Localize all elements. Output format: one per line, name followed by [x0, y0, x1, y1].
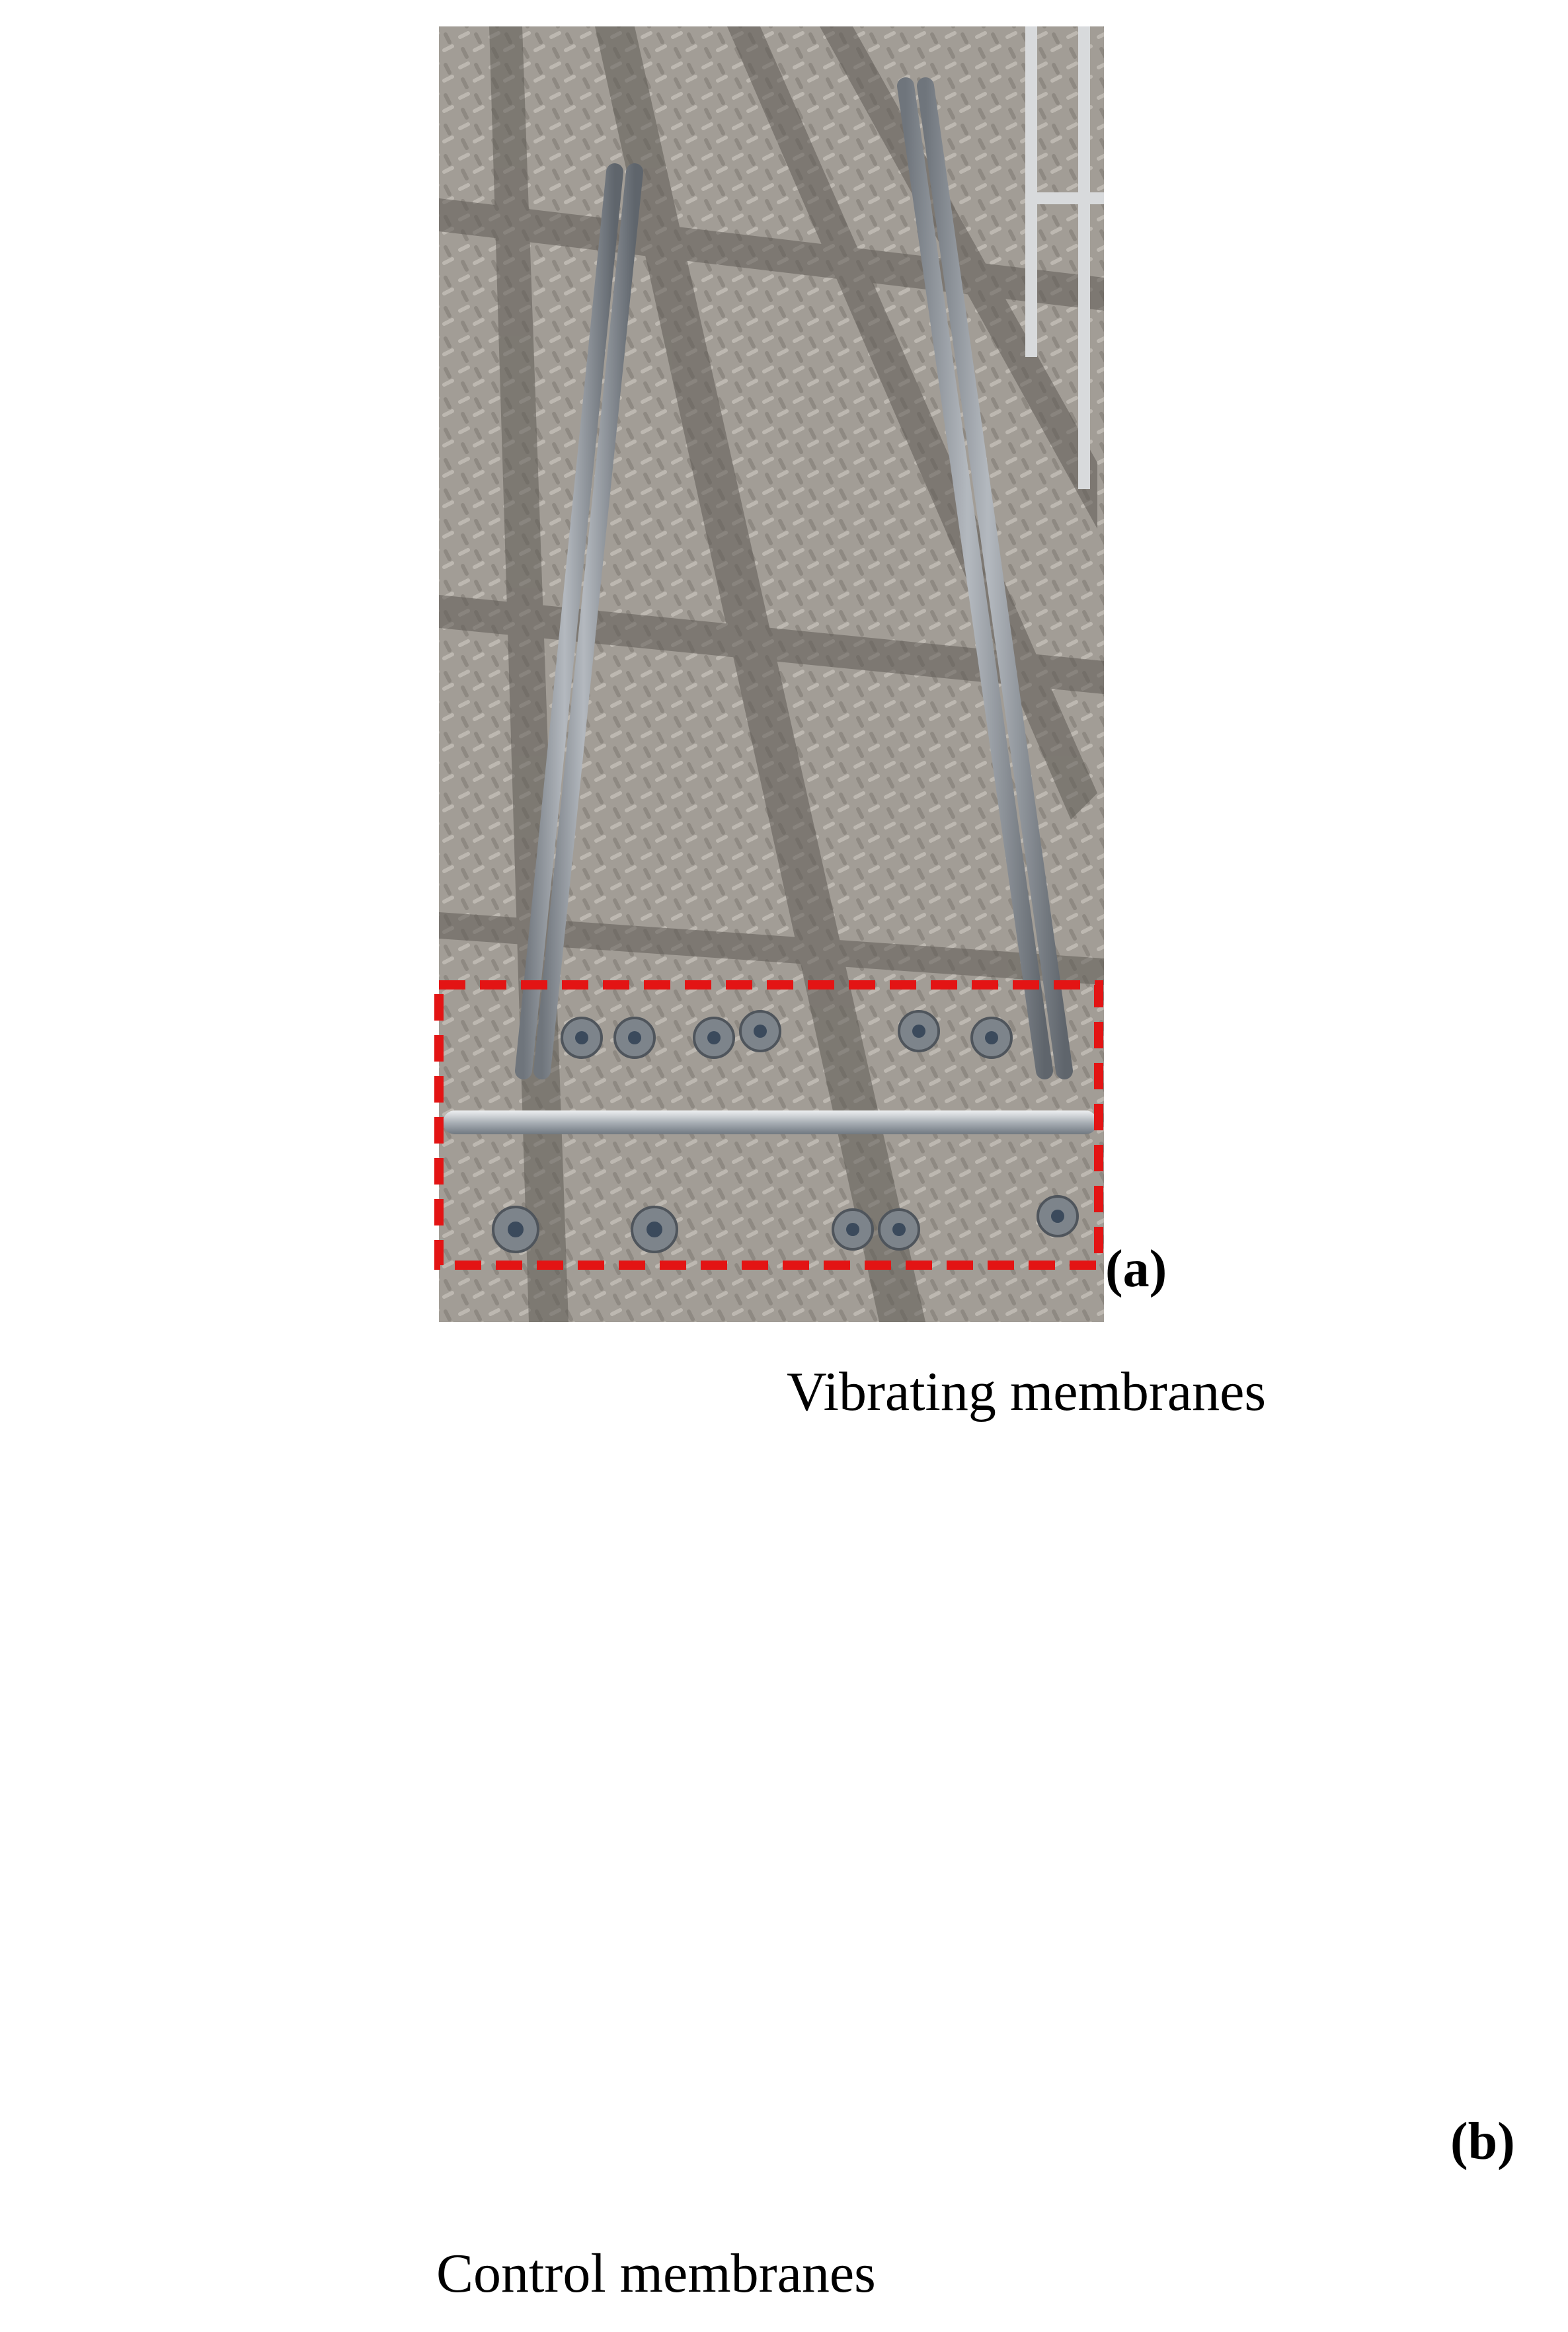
panel-a-photo [434, 26, 1104, 1322]
panel-label-b: (b) [1450, 2113, 1515, 2171]
vibrating-membranes-label: Vibrating membranes [787, 1361, 1267, 1422]
panel-label-a: (a) [1105, 1240, 1167, 1298]
highlight-box-a [434, 980, 1103, 1270]
control-membranes-label: Control membranes [436, 2243, 876, 2304]
